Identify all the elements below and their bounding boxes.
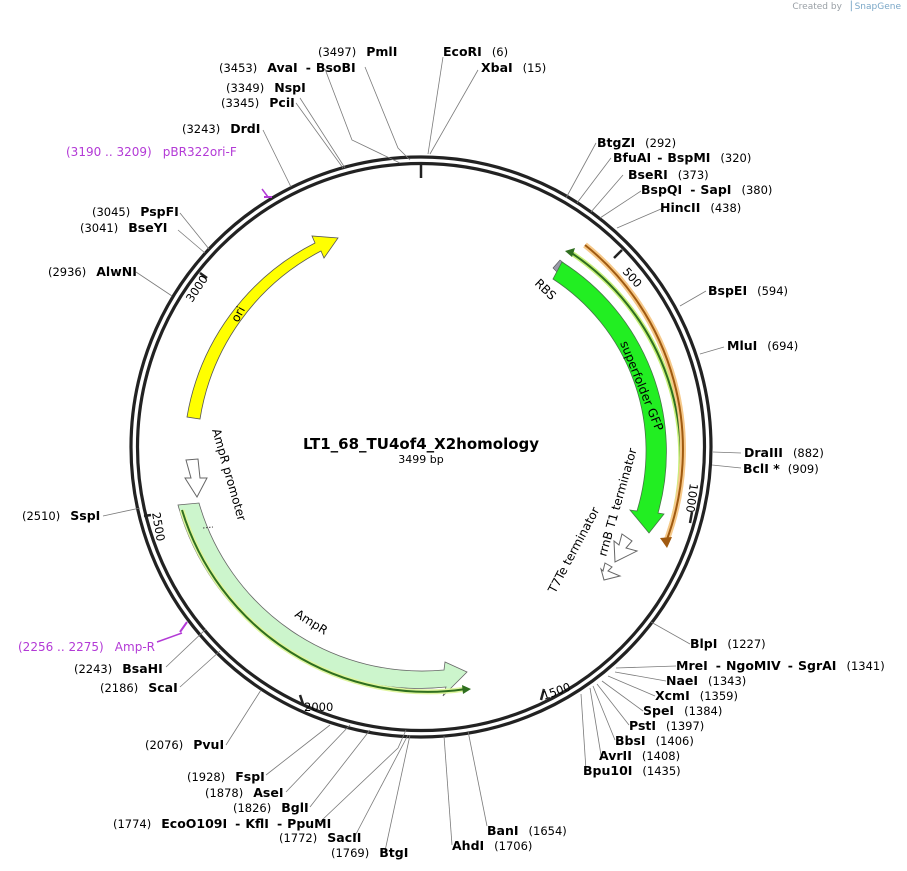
rrnb-terminator-label: rrnB T1 terminator xyxy=(595,447,639,558)
site-label-sspi: (2510)SspI xyxy=(22,508,100,523)
superfolder-gfp-arrow[interactable] xyxy=(552,261,667,534)
site-label-ahdi: AhdI(1706) xyxy=(452,838,532,853)
site-label-alwni: (2936)AlwNI xyxy=(48,264,137,279)
site-label-bfuai-bspmi: BfuAI-BspMI(320) xyxy=(613,150,751,165)
site-label-btgi: (1769)BtgI xyxy=(331,845,408,860)
site-label-spei: SpeI(1384) xyxy=(643,703,722,718)
site-label-bani: BanI(1654) xyxy=(487,823,567,838)
site-label-psti: PstI(1397) xyxy=(629,718,704,733)
site-label-avrii: AvrII(1408) xyxy=(599,748,680,763)
site-label-bspqi-sapi: BspQI-SapI(380) xyxy=(641,182,772,197)
site-label-asei: (1878)AseI xyxy=(205,785,284,800)
site-label-mrei-ngomiv-sgrai: MreI-NgoMIV-SgrAI(1341) xyxy=(676,658,885,673)
site-label-xbai: XbaI(15) xyxy=(481,60,546,75)
ampr-strand-line xyxy=(181,509,467,693)
gfp-strand-arrowhead xyxy=(565,248,575,257)
backbone-outer-ring xyxy=(129,155,713,739)
t7te-terminator-label: T7Te terminator xyxy=(545,505,603,597)
primer-name: pBR322ori-F xyxy=(163,145,237,159)
site-label-mlui: MluI(694) xyxy=(727,338,798,353)
site-label-bsahi: (2243)BsaHI xyxy=(74,661,163,676)
site-label-drdi: (3243)DrdI xyxy=(182,121,260,136)
site-label-bpu10i: Bpu10I(1435) xyxy=(583,763,681,778)
snapgene-logo-icon: ▕ xyxy=(844,2,852,12)
site-label-bbsi: BbsI(1406) xyxy=(615,733,694,748)
site-label-hincii: HincII(438) xyxy=(660,200,741,215)
site-label-pvui: (2076)PvuI xyxy=(145,737,224,752)
credit-brand: SnapGene xyxy=(854,2,901,12)
site-label-nspi: (3349)NspI xyxy=(226,80,306,95)
tick-label-2000: 2000 xyxy=(304,700,333,714)
plasmid-name: LT1_68_TU4of4_X2homology xyxy=(303,435,539,453)
t7te-terminator-arrow[interactable] xyxy=(600,562,622,581)
site-label-xcmi: XcmI(1359) xyxy=(655,688,738,703)
site-label-sacii: (1772)SacII xyxy=(279,830,361,845)
amp-r-primer-leader xyxy=(156,632,183,643)
orange-strand-line xyxy=(584,244,684,543)
site-label-ecori: EcoRI(6) xyxy=(443,44,508,59)
site-label-scai: (2186)ScaI xyxy=(100,680,178,695)
ampr-promoter-label: AmpR promoter xyxy=(209,427,249,523)
primer-label-amp-r: (2256 .. 2275) Amp-R xyxy=(18,636,155,655)
site-label-naei: NaeI(1343) xyxy=(666,673,746,688)
primer-label-pbr322ori-f: (3190 .. 3209) pBR322ori-F xyxy=(66,141,237,160)
credit-prefix: Created by xyxy=(792,2,842,12)
site-label-ecoo109i-kfli-ppumi: (1774)EcoO109I-KflI-PpuMI xyxy=(113,816,331,831)
pbr322ori-f-primer-leader xyxy=(261,188,269,198)
rrnb-terminator-arrow[interactable] xyxy=(613,533,639,563)
site-label-bseyi: (3041)BseYI xyxy=(80,220,167,235)
site-label-bgli: (1826)BglI xyxy=(233,800,309,815)
tick-label-1000: 1000 xyxy=(683,483,701,514)
site-label-fspi: (1928)FspI xyxy=(187,769,265,784)
site-label-pmli: (3497)PmlI xyxy=(318,44,397,59)
site-label-draiii: DraIII(882) xyxy=(744,445,824,460)
site-label-pspfi: (3045)PspFI xyxy=(92,204,179,219)
ori-label: ori xyxy=(228,304,248,324)
primer-range: (2256 .. 2275) xyxy=(18,640,104,654)
site-label-avai-bsobi: (3453)AvaI-BsoBI xyxy=(219,60,356,75)
amp-r-primer-mark[interactable] xyxy=(179,621,188,633)
site-label-bcli: BclI *(909) xyxy=(743,461,819,476)
tick-label-2500: 2500 xyxy=(149,511,168,542)
ampr-strand-arrowhead xyxy=(462,685,471,694)
ampr-promoter-arrow[interactable] xyxy=(184,458,208,498)
site-label-bspei: BspEI(594) xyxy=(708,283,788,298)
ori-arrow[interactable] xyxy=(186,235,339,420)
site-label-pcii: (3345)PciI xyxy=(221,95,295,110)
site-label-beri: BseRI(373) xyxy=(628,167,709,182)
orange-strand-arrowhead xyxy=(660,537,672,548)
site-label-blpi: BlpI(1227) xyxy=(690,636,766,651)
plasmid-size: 3499 bp xyxy=(398,453,443,466)
tick-label-1500: 1500 xyxy=(540,680,572,703)
primer-name: Amp-R xyxy=(115,640,155,654)
site-leader-lines xyxy=(102,56,742,852)
site-label-btgzi: BtgZI(292) xyxy=(597,135,676,150)
backbone-inner-ring xyxy=(135,161,707,733)
snapgene-credit: Created by ▕ SnapGene xyxy=(792,2,901,12)
primer-range: (3190 .. 3209) xyxy=(66,145,152,159)
tick-marks xyxy=(143,249,694,705)
ampr-label: AmpR xyxy=(292,607,330,638)
